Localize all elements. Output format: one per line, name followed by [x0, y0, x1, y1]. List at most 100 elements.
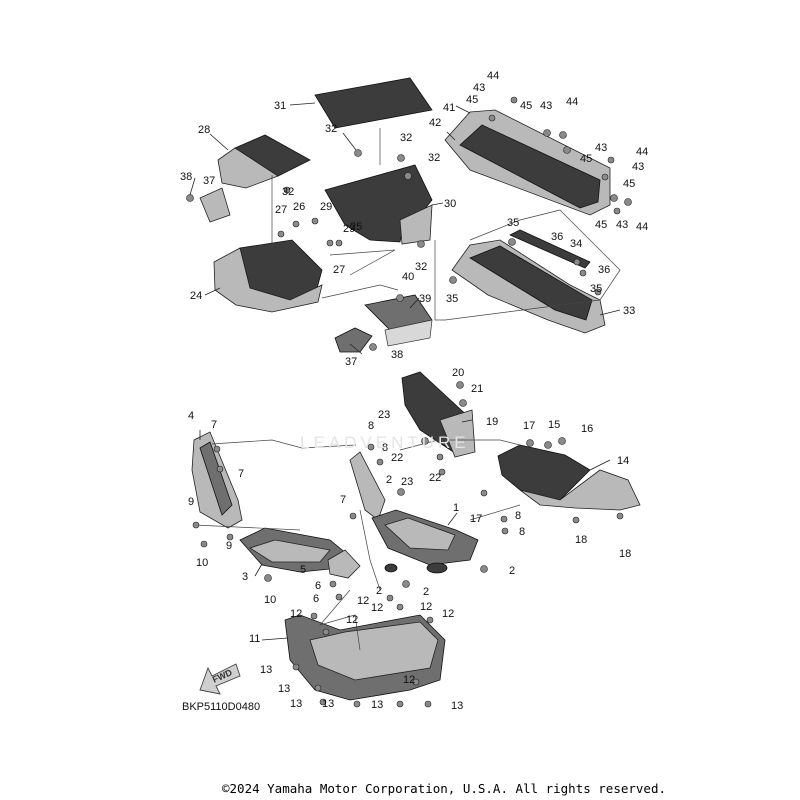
callout: 45 — [623, 178, 635, 190]
callout: 24 — [190, 290, 202, 302]
callout: 10 — [196, 557, 208, 569]
callout: 12 — [403, 674, 415, 686]
callout: 32 — [415, 261, 427, 273]
callout: 22 — [391, 452, 403, 464]
assembly-line — [321, 284, 399, 299]
callout: 13 — [278, 683, 290, 695]
callout: 11 — [249, 633, 260, 645]
callout: 35 — [590, 283, 602, 295]
callout: 12 — [346, 614, 358, 626]
callout: 43 — [632, 161, 644, 173]
callout: 39 — [419, 293, 431, 305]
part-19-side-panel-face — [439, 409, 476, 458]
callout: 18 — [575, 534, 587, 546]
callout: 35 — [446, 293, 458, 305]
part-5-bracket — [327, 549, 361, 579]
callout: 44 — [487, 70, 499, 82]
callout: 13 — [322, 698, 334, 710]
callout: 37 — [345, 356, 357, 368]
callout: 44 — [636, 221, 648, 233]
diagram-code: BKP5110D0480 — [182, 701, 261, 713]
fastener-group-upper — [186, 96, 632, 351]
part-14-right-panel-face — [519, 469, 641, 511]
callout: 37 — [203, 175, 215, 187]
callout: 12 — [442, 608, 454, 620]
assembly-line — [211, 439, 357, 449]
callout: 26 — [293, 201, 305, 213]
callout: 43 — [616, 219, 628, 231]
callout: 7 — [211, 419, 217, 431]
callout: 2 — [423, 586, 429, 598]
callout: 13 — [290, 698, 302, 710]
callout: 35 — [507, 217, 519, 229]
assembly-line — [469, 504, 521, 521]
callout: 17 — [470, 513, 482, 525]
callout: 15 — [548, 419, 560, 431]
leader-lines — [189, 102, 621, 641]
callout: 23 — [378, 409, 390, 421]
callout: 6 — [313, 593, 319, 605]
fastener-group-lower — [192, 381, 624, 708]
callout: 9 — [188, 496, 194, 508]
assembly-line — [194, 524, 301, 531]
part-37-clip-lower — [334, 327, 373, 353]
callout: 9 — [226, 540, 232, 552]
callout: 34 — [570, 238, 582, 250]
callout: 12 — [371, 602, 383, 614]
part-42-rear-cover-dark — [459, 124, 601, 209]
part-1-bumper-right-face — [384, 517, 456, 551]
part-31-floor-mat — [314, 77, 433, 129]
callout: 44 — [566, 96, 578, 108]
callout: 8 — [519, 526, 525, 538]
callout: 32 — [282, 186, 294, 198]
callout: 32 — [325, 123, 337, 135]
callout: 41 — [443, 102, 455, 114]
callout: 4 — [188, 410, 194, 422]
callout: 20 — [452, 367, 464, 379]
callout: 12 — [290, 608, 302, 620]
callout: 5 — [300, 564, 306, 576]
callout: 2 — [386, 474, 392, 486]
callout: 14 — [617, 455, 629, 467]
part-30-center-panel-edge — [399, 204, 433, 245]
part-2-grommets — [384, 562, 448, 574]
callout: 28 — [198, 124, 210, 136]
callout: 21 — [471, 383, 483, 395]
callout: 18 — [619, 548, 631, 560]
part-34-rail — [509, 229, 591, 269]
copyright-notice: ©2024 Yamaha Motor Corporation, U.S.A. A… — [222, 781, 667, 796]
callout: 12 — [357, 595, 369, 607]
assembly-line — [434, 209, 621, 321]
assembly-line — [318, 589, 361, 651]
callout: 13 — [260, 664, 272, 676]
part-37-bracket-upper — [199, 187, 231, 223]
part-39-strip-face — [384, 319, 433, 347]
part-mid-rail — [349, 451, 386, 521]
callout: 38 — [180, 171, 192, 183]
watermark: LEADVENTURE — [300, 433, 470, 452]
callout: 16 — [581, 423, 593, 435]
callout: 2 — [509, 565, 515, 577]
callout: 36 — [598, 264, 610, 276]
callout: 8 — [368, 420, 374, 432]
callout: 2 — [376, 585, 382, 597]
callout: 45 — [595, 219, 607, 231]
callout: 42 — [429, 117, 441, 129]
callout: 13 — [371, 699, 383, 711]
callout: 27 — [333, 264, 345, 276]
callout: 8 — [382, 442, 388, 454]
callout: 6 — [315, 580, 321, 592]
callout: 7 — [340, 494, 346, 506]
assembly-line — [469, 209, 561, 241]
callout: 17 — [523, 420, 535, 432]
callout: 44 — [636, 146, 648, 158]
callout: 43 — [473, 82, 485, 94]
callout: 27 — [275, 204, 287, 216]
callout-labels: 44 43 45 45 43 44 41 42 31 32 32 32 32 3… — [180, 70, 648, 712]
callout: 36 — [551, 231, 563, 243]
callout: 32 — [400, 132, 412, 144]
callout: 13 — [451, 700, 463, 712]
callout: 22 — [429, 472, 441, 484]
callout: 29 — [343, 223, 355, 235]
callout: 23 — [401, 476, 413, 488]
